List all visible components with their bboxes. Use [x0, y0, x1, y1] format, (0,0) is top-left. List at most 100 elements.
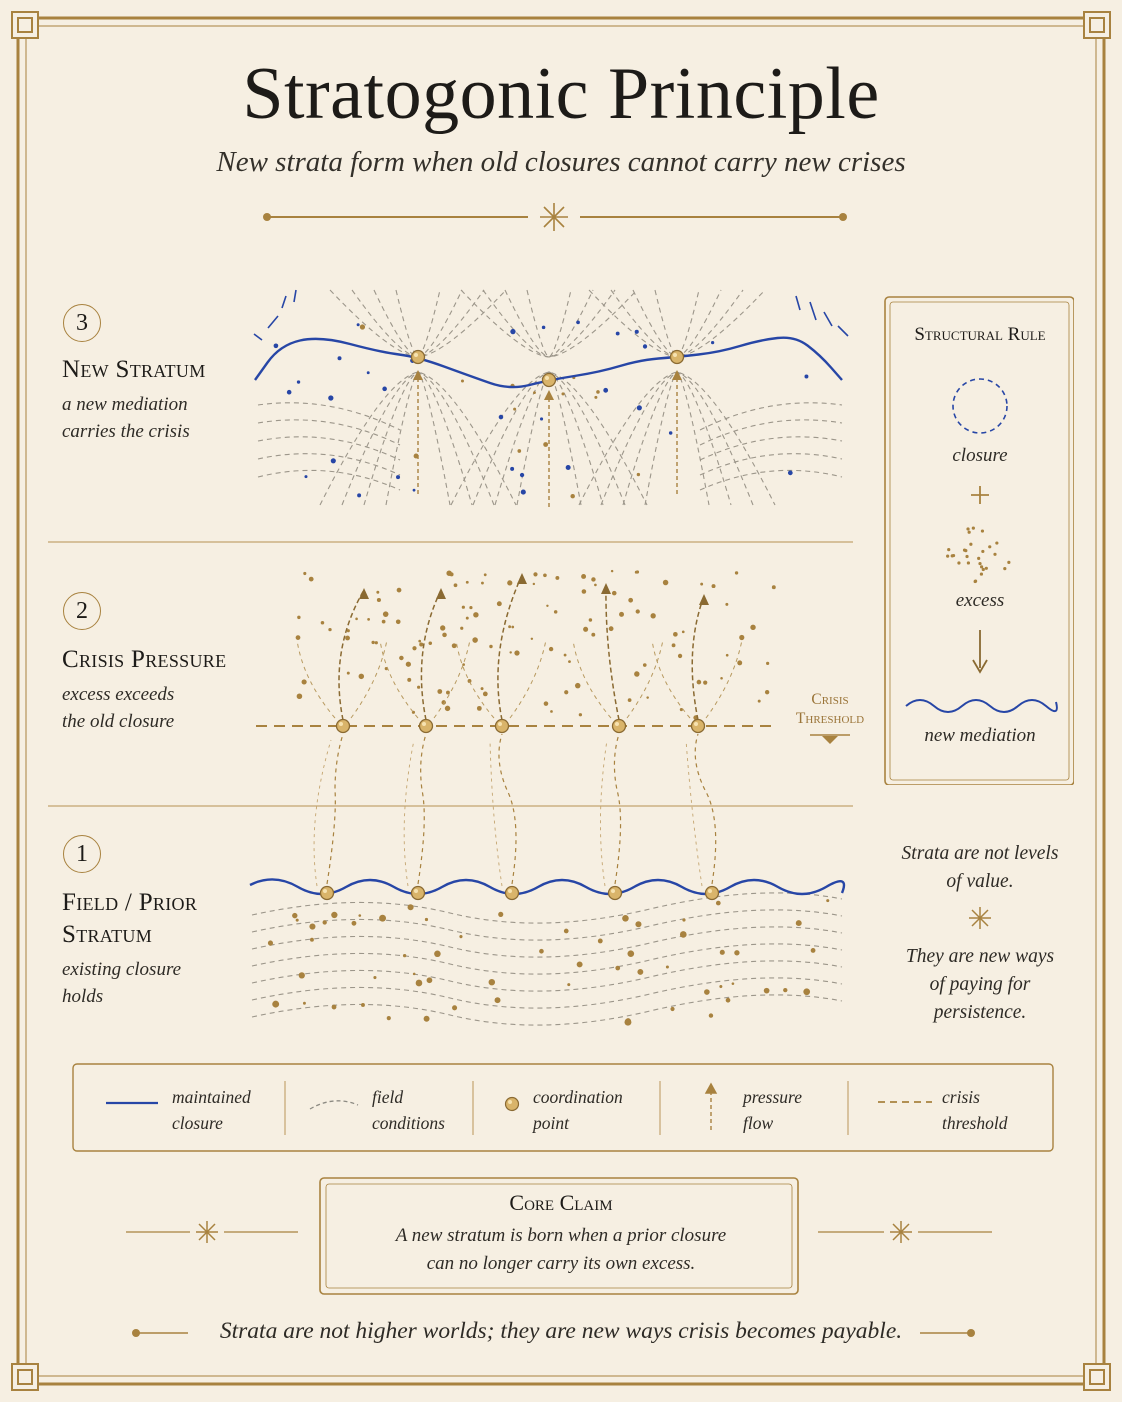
excess-dot: [460, 626, 464, 630]
title-divider: [263, 203, 847, 231]
core-claim-text-1: A new stratum is born when a prior closu…: [395, 1225, 727, 1246]
excess-dot: [476, 705, 482, 711]
coordination-point-highlight: [708, 889, 712, 893]
field-dot: [539, 417, 544, 421]
field-dot: [603, 387, 609, 393]
ray-line: [253, 333, 263, 341]
excess-dot: [581, 589, 587, 594]
field-dot: [563, 928, 569, 934]
field-dot: [373, 975, 377, 980]
excess-dot: [988, 545, 992, 549]
field-line: [251, 994, 843, 1026]
excess-dot: [634, 570, 638, 574]
rising-flow-side: [489, 739, 503, 887]
coordination-point-highlight: [611, 889, 615, 893]
excess-dot: [984, 566, 988, 570]
field-dot: [826, 899, 830, 903]
stage-3-rays: [253, 289, 849, 341]
legend-pressure-2: flow: [743, 1113, 774, 1133]
field-dot: [634, 329, 639, 334]
field-dot: [541, 325, 546, 330]
field-dot: [356, 323, 360, 327]
field-dot: [725, 997, 731, 1003]
excess-dot: [619, 611, 625, 617]
excess-dot: [382, 611, 389, 617]
field-line: [373, 289, 463, 358]
coordination-point: [669, 349, 685, 365]
legend-pressure-1: pressure: [743, 1087, 802, 1107]
stage-2-number: 2: [63, 592, 101, 630]
stage-3-new-mediation-line: [254, 336, 843, 389]
excess-dot: [563, 653, 567, 657]
pressure-flow-side: [572, 639, 612, 719]
coordination-point-highlight: [673, 353, 677, 357]
excess-dot: [979, 572, 984, 576]
core-claim-text-2: can no longer carry its own excess.: [426, 1253, 696, 1274]
excess-dot: [995, 541, 999, 545]
excess-dot: [757, 699, 761, 703]
stage-1-number: 1: [63, 835, 101, 873]
field-line: [329, 289, 507, 358]
excess-dot: [346, 671, 350, 675]
crisis-threshold-label: Crisis Threshold: [780, 690, 880, 728]
excess-dot: [417, 685, 421, 689]
excess-dot: [367, 617, 370, 621]
field-dot: [543, 442, 549, 447]
coordination-point: [541, 372, 557, 388]
excess-dot: [946, 554, 950, 558]
field-dot: [358, 914, 362, 917]
excess-dot: [951, 553, 956, 558]
field-dot: [561, 392, 565, 396]
field-dot: [494, 997, 501, 1004]
coordination-point: [418, 718, 434, 734]
excess-dot: [371, 640, 375, 645]
field-line: [251, 977, 843, 1009]
page-subtitle: New strata form when old closures cannot…: [216, 146, 906, 178]
excess-dot: [496, 601, 502, 607]
field-dot: [731, 982, 735, 985]
field-dot: [576, 320, 580, 325]
pressure-flow-head: [699, 594, 709, 605]
excess-dot: [405, 661, 411, 667]
field-dot: [787, 470, 793, 476]
field-dot: [627, 950, 635, 958]
excess-dot: [355, 617, 358, 621]
field-dot: [272, 1000, 280, 1008]
field-dot: [267, 940, 274, 946]
coordination-point-highlight: [498, 722, 502, 726]
pressure-flow-side: [626, 639, 664, 719]
excess-dot: [328, 627, 332, 632]
field-dot: [424, 917, 429, 922]
field-dot: [635, 921, 642, 928]
excess-dot: [489, 644, 493, 649]
field-dot: [328, 395, 334, 401]
excess-dot: [533, 572, 538, 577]
excess-dot: [947, 547, 951, 552]
excess-dot: [508, 625, 512, 629]
pressure-flow-side: [379, 639, 419, 719]
excess-dot: [646, 696, 649, 699]
ray-line: [281, 295, 287, 309]
excess-dot: [700, 582, 704, 586]
field-dot: [625, 1018, 631, 1024]
legend-field-curve-icon: [309, 1100, 359, 1110]
field-dot: [763, 987, 770, 994]
field-line: [319, 371, 517, 506]
structural-rule-box: [884, 296, 1074, 785]
field-dot: [567, 983, 571, 987]
excess-dot: [681, 630, 685, 634]
star-icon: [890, 1221, 912, 1243]
stage-2-pressure-flows: [296, 573, 743, 721]
coordination-point-highlight: [414, 889, 418, 893]
pressure-arrow-head: [672, 370, 682, 380]
field-dot: [382, 386, 387, 392]
field-dot: [396, 475, 401, 480]
excess-dot: [696, 679, 702, 685]
coordination-point-highlight: [545, 376, 549, 380]
side-note-5: persistence.: [933, 1002, 1027, 1023]
field-line: [610, 289, 744, 358]
field-dot: [520, 489, 526, 495]
field-dot: [570, 493, 575, 499]
pressure-flow-side: [433, 639, 471, 719]
